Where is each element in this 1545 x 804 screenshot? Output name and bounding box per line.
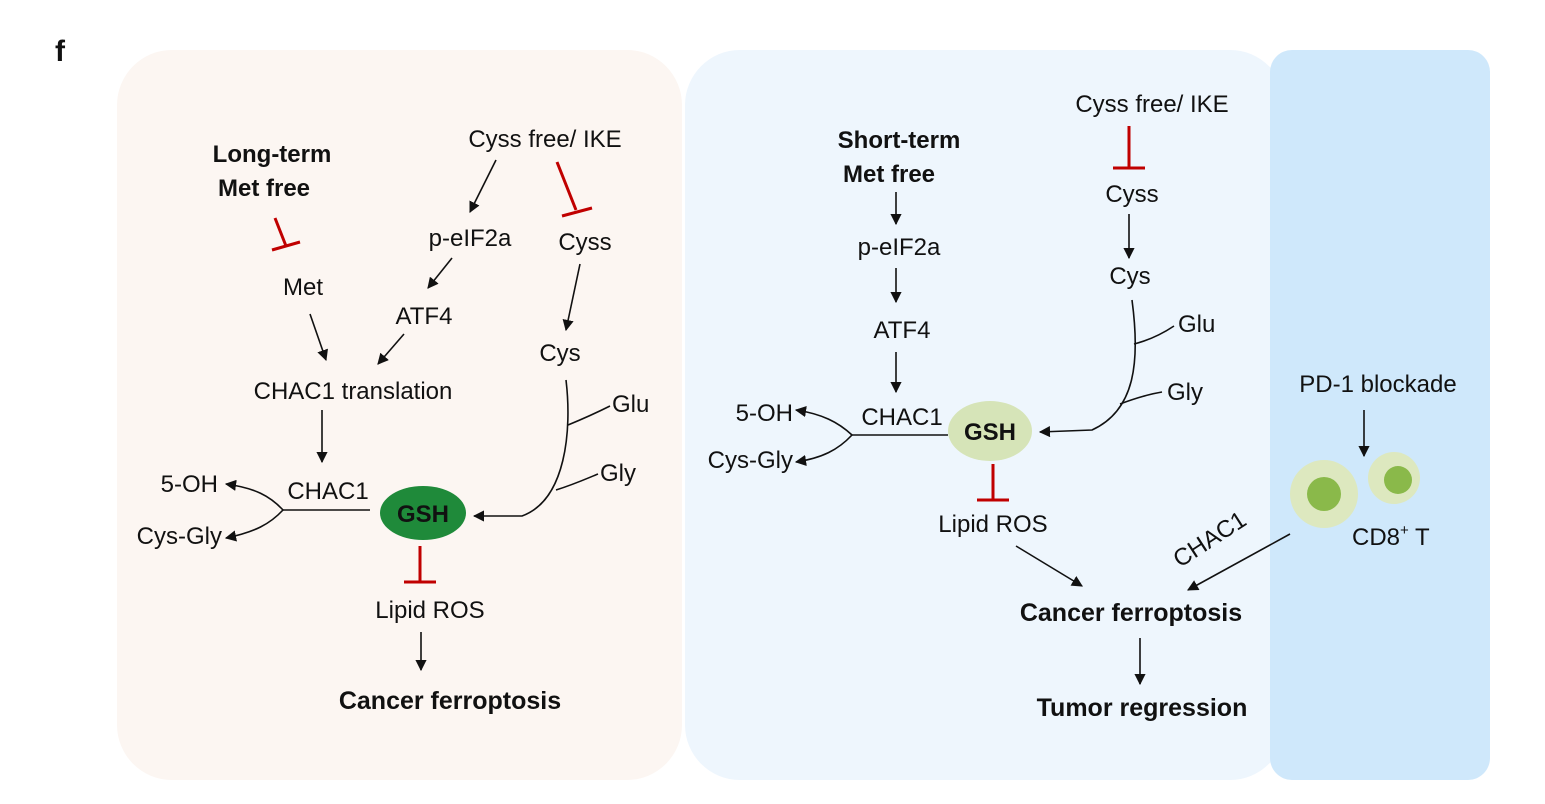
left-cys-label: Cys xyxy=(539,340,580,367)
left-arrow-to-cysgly xyxy=(224,509,284,542)
middle-gly-branch xyxy=(1119,391,1163,405)
left-lipid-ros-label: Lipid ROS xyxy=(375,597,484,624)
left-glu-label: Glu xyxy=(612,391,649,418)
left-glu-branch xyxy=(567,405,611,426)
panel-label: f xyxy=(55,35,66,68)
left-arrow-ike-to-peif2a xyxy=(469,159,497,214)
middle-5oh-label: 5-OH xyxy=(736,400,793,427)
left-cyss-ike-label: Cyss free/ IKE xyxy=(468,126,621,153)
middle-tumor-regression-label: Tumor regression xyxy=(1037,694,1248,722)
left-cys-to-gsh-curve xyxy=(472,379,569,522)
middle-chac1-label: CHAC1 xyxy=(861,404,942,431)
left-met-inhibit-symbol xyxy=(271,217,301,252)
left-arrow-cyss-to-cys xyxy=(562,263,581,332)
middle-gsh-node xyxy=(948,401,1032,461)
middle-title-line1: Short-term xyxy=(838,127,961,154)
left-gly-branch xyxy=(555,473,599,491)
middle-gly-label: Gly xyxy=(1167,379,1203,406)
cd8-t-cell-large xyxy=(1290,460,1358,528)
middle-cys-to-gsh-curve xyxy=(1038,299,1137,438)
middle-peif2a-label: p-eIF2a xyxy=(858,234,941,261)
left-cyss-label: Cyss xyxy=(558,229,611,256)
middle-gsh-label: GSH xyxy=(964,419,1016,446)
left-arrow-peif2a-to-atf4 xyxy=(427,257,453,289)
middle-gsh-inhibit-symbol xyxy=(977,464,1009,502)
left-met-label: Met xyxy=(283,274,323,301)
left-cancer-ferroptosis-label: Cancer ferroptosis xyxy=(339,687,561,715)
left-gsh-node xyxy=(380,486,466,540)
middle-arrow-to-cysgly xyxy=(794,434,853,466)
middle-arrow-ros-to-ferroptosis xyxy=(1015,545,1083,587)
left-panel: Long-term Met free Met Cyss free/ IKE p-… xyxy=(137,126,650,715)
middle-cyss-label: Cyss xyxy=(1105,181,1158,208)
right-panel: PD-1 blockade CD8+ T xyxy=(1290,371,1457,551)
right-panel-background xyxy=(1270,50,1490,780)
left-arrow-met-to-chac1 xyxy=(309,313,328,362)
left-gsh-label: GSH xyxy=(397,501,449,528)
left-gly-label: Gly xyxy=(600,460,636,487)
cd8-t-label: CD8+ T xyxy=(1352,522,1430,551)
left-panel-background xyxy=(117,50,682,780)
left-gsh-inhibit-symbol xyxy=(404,546,436,584)
middle-arrow-cd8-to-ferroptosis xyxy=(1187,533,1291,591)
middle-cys-label: Cys xyxy=(1109,263,1150,290)
middle-cyss-ike-label: Cyss free/ IKE xyxy=(1075,91,1228,118)
left-arrow-atf4-to-chac1 xyxy=(377,333,405,365)
middle-arrow-to-5oh xyxy=(794,406,853,436)
left-atf4-label: ATF4 xyxy=(396,303,453,330)
middle-atf4-label: ATF4 xyxy=(874,317,931,344)
middle-cancer-ferroptosis-label: Cancer ferroptosis xyxy=(1020,599,1242,627)
middle-glu-label: Glu xyxy=(1178,311,1215,338)
middle-glu-branch xyxy=(1133,325,1175,345)
left-5oh-label: 5-OH xyxy=(161,471,218,498)
middle-cysgly-label: Cys-Gly xyxy=(708,447,793,474)
left-chac1-label: CHAC1 xyxy=(287,478,368,505)
middle-cyss-inhibit-symbol xyxy=(1113,126,1145,170)
left-cyss-inhibit-symbol xyxy=(555,161,593,218)
middle-lipid-ros-label: Lipid ROS xyxy=(938,511,1047,538)
left-chac1-translation-label: CHAC1 translation xyxy=(254,378,453,405)
left-title-line2: Met free xyxy=(218,175,310,202)
middle-title-line2: Met free xyxy=(843,161,935,188)
pd1-blockade-label: PD-1 blockade xyxy=(1299,371,1456,398)
left-peif2a-label: p-eIF2a xyxy=(429,225,512,252)
left-title-line1: Long-term xyxy=(213,141,332,168)
left-cysgly-label: Cys-Gly xyxy=(137,523,222,550)
cd8-t-cell-small xyxy=(1368,452,1420,504)
left-arrow-to-5oh xyxy=(224,479,284,511)
